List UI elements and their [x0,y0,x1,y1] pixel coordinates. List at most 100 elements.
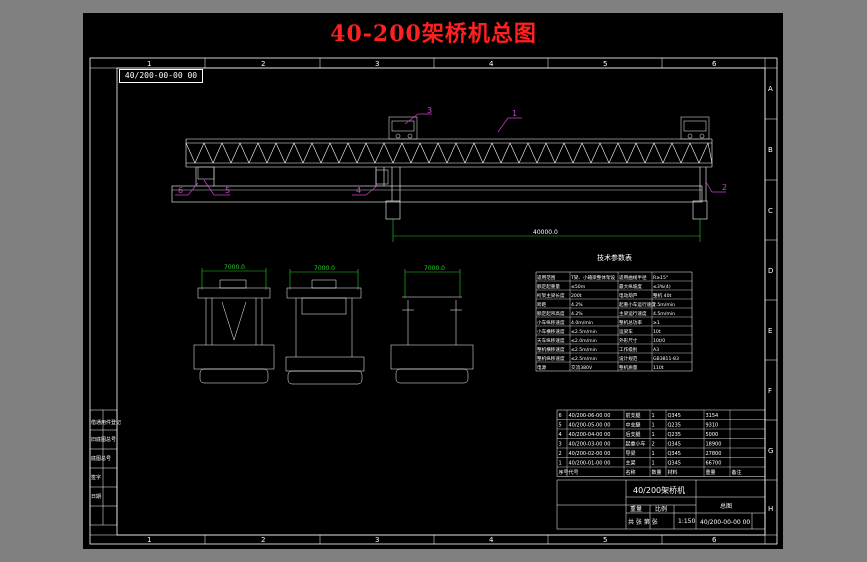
col-label-bottom: 3 [375,536,379,544]
col-label-top: 5 [603,60,607,68]
parts-list-cell: 中支腿 [626,422,641,429]
tech-table-cell: ≤50m [571,284,586,290]
parts-list-cell: Q345 [668,413,681,419]
tech-table-cell: 外形尺寸 [619,337,638,344]
parts-list-header: 名称 [626,469,636,476]
dimension-b: 7000.0 [314,265,335,272]
tech-table-cell: 4.2% [571,302,583,308]
parts-list-cell: 2 [559,451,562,457]
tech-table-cell: 10t [653,329,661,335]
parts-list-cell: 1 [652,413,655,419]
parts-list-header: 序号 [559,469,569,476]
tech-table-cell: R≥15° [653,275,668,281]
title-block-drawing-no: 40/200-00-00 00 [700,519,750,526]
row-label: E [768,327,772,335]
parts-list-cell: 前支腿 [626,412,641,419]
tech-table-cell: ≥1 [653,320,660,326]
parts-list-cell: Q235 [668,423,681,429]
parts-list-header: 数量 [652,469,662,476]
tech-table-cell: 电源 [537,364,547,371]
row-label: D [768,267,773,275]
row-label: H [768,505,773,513]
parts-list-cell: 66700 [706,461,722,467]
title-block-sheet: 共 张 第 张 [628,518,658,526]
parts-list-cell: 后支腿 [626,431,641,438]
tech-table-cell: ≤2.0m/min [571,338,597,344]
row-label: G [768,447,773,455]
tech-table-cell: ≤2.5m/min [571,356,597,362]
drawing-number-stamp: 40/200-00-00 00 [119,69,203,83]
tech-table-cell: 110t [653,365,664,371]
parts-list-cell: Q345 [668,461,681,467]
stamp-row: 签字 [91,474,101,481]
tech-table-cell: 主梁运行速度 [619,310,647,317]
callout-6: 6 [178,186,183,195]
callout-2: 2 [722,183,727,192]
parts-list-cell: 4 [559,432,562,438]
tech-table-cell: 4.0m/min [571,320,593,326]
dimension-c: 7000.0 [424,265,445,272]
outer-frame [89,57,778,545]
tech-table-cell: 10t/0 [653,338,665,344]
parts-list-cell: 主梁 [626,460,636,467]
parts-list-header: 材料 [668,469,678,476]
callout-4: 4 [356,186,361,195]
row-label: B [768,146,773,154]
tech-table-cell: 小车横移速度 [537,328,565,335]
parts-list-cell: Q345 [668,442,681,448]
parts-list-cell: 起重小车 [626,441,646,448]
stamp-row: 日期 [91,494,101,500]
parts-list-cell: 1 [652,423,655,429]
parts-list-cell: 18900 [706,442,722,448]
parts-list-cell: 5 [559,423,562,429]
parts-list-cell: 40/200-04-00 00 [569,432,611,438]
tech-table-cell: A3 [653,347,659,353]
drawing-title: 40-200架桥机总图 [330,21,537,47]
callout-5: 5 [225,186,230,195]
stamp-row: 旧底图总号 [91,436,116,443]
col-label-top: 6 [712,60,717,68]
stamp-row: 底图总号 [91,455,111,462]
tech-table-cell: 适用范围 [537,274,556,281]
tech-table-cell: ≤2.5m/min [571,347,597,353]
tech-table-cell: ≤3%(4) [653,284,671,290]
col-label-top: 1 [147,60,151,68]
parts-list-cell: 6 [559,413,562,419]
parts-list-cell: 1 [652,451,655,457]
row-label: C [768,207,773,215]
cross-section-a [193,279,275,384]
parts-list-cell: 40/200-05-00 00 [569,423,611,429]
parts-list-cell: Q345 [668,451,681,457]
callout-3: 3 [427,106,432,115]
parts-list-cell: 9310 [706,423,719,429]
parts-list-cell: 40/200-03-00 00 [569,442,611,448]
tech-table-cell: 跨距 [537,301,547,308]
tech-table-cell: 200t [571,293,582,299]
col-label-bottom: 5 [603,536,607,544]
tech-table-cell: 整机 40t [653,292,671,299]
tech-table-cell: 整机质量 [619,364,638,371]
parts-list-cell: Q235 [668,432,681,438]
tech-table-cell: 设计规范 [619,355,638,362]
col-label-top: 3 [375,60,379,68]
parts-list-header: 重量 [706,469,716,476]
parts-list-cell: 40/200-02-00 00 [569,451,611,457]
tech-table-cell: GB3811-83 [653,356,679,362]
tech-table-cell: 交流380V [571,364,593,371]
col-label-bottom: 1 [147,536,151,544]
parts-list-cell: 5000 [706,432,719,438]
parts-list-cell: 2 [652,442,655,448]
tech-table-cell: 4.2% [571,311,583,317]
tech-table-cell: 最大纵坡度 [619,283,642,290]
parts-list-cell: 1 [652,461,655,467]
parts-list-cell: 40/200-06-00 00 [569,413,611,419]
tech-table-cell: 起重小车运行速度 [619,301,656,308]
dimension-a: 7000.0 [224,264,245,271]
tech-table-cell: 桁架主梁长度 [537,292,565,299]
row-label: F [768,387,772,395]
tech-table-cell: ≤2.5m/min [571,329,597,335]
span-dimension: 40000.0 [533,229,558,236]
tech-table-cell: 工作级别 [619,346,638,353]
